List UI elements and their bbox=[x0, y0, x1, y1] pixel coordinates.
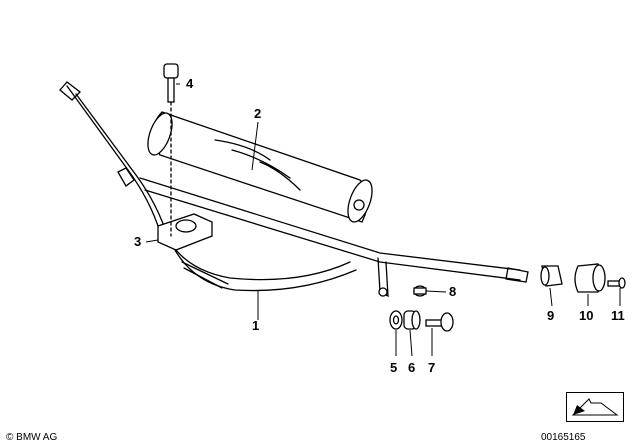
bolt-7[interactable] bbox=[425, 312, 454, 332]
copyright-text: © BMW AG bbox=[6, 432, 58, 443]
callout-8: 8 bbox=[449, 284, 456, 299]
callout-2: 2 bbox=[254, 106, 261, 121]
callout-7: 7 bbox=[428, 360, 435, 375]
bolt-4[interactable] bbox=[163, 63, 179, 237]
handlebar-pad[interactable] bbox=[143, 110, 377, 225]
callout-5: 5 bbox=[390, 360, 397, 375]
navigation-box[interactable] bbox=[566, 392, 624, 422]
callout-6: 6 bbox=[408, 360, 415, 375]
callout-9: 9 bbox=[547, 308, 554, 323]
bar-end-weight-10[interactable] bbox=[574, 263, 606, 293]
callout-11: 11 bbox=[611, 308, 625, 323]
callout-1: 1 bbox=[252, 318, 259, 333]
screw-11[interactable] bbox=[607, 277, 626, 289]
handlebar-clamp[interactable] bbox=[157, 213, 213, 251]
callout-4: 4 bbox=[186, 76, 194, 91]
drawing-id: 00165165 bbox=[541, 432, 586, 443]
leader-lines bbox=[145, 83, 621, 357]
arrow-down-left-icon bbox=[571, 398, 619, 416]
callout-3: 3 bbox=[134, 234, 141, 249]
bushing-6[interactable] bbox=[403, 310, 421, 330]
bushing-5[interactable] bbox=[389, 310, 403, 330]
spacer-8[interactable] bbox=[413, 285, 427, 297]
bar-end-insert-9[interactable] bbox=[540, 265, 563, 287]
callout-10: 10 bbox=[579, 308, 593, 323]
handlebar[interactable] bbox=[59, 81, 529, 298]
